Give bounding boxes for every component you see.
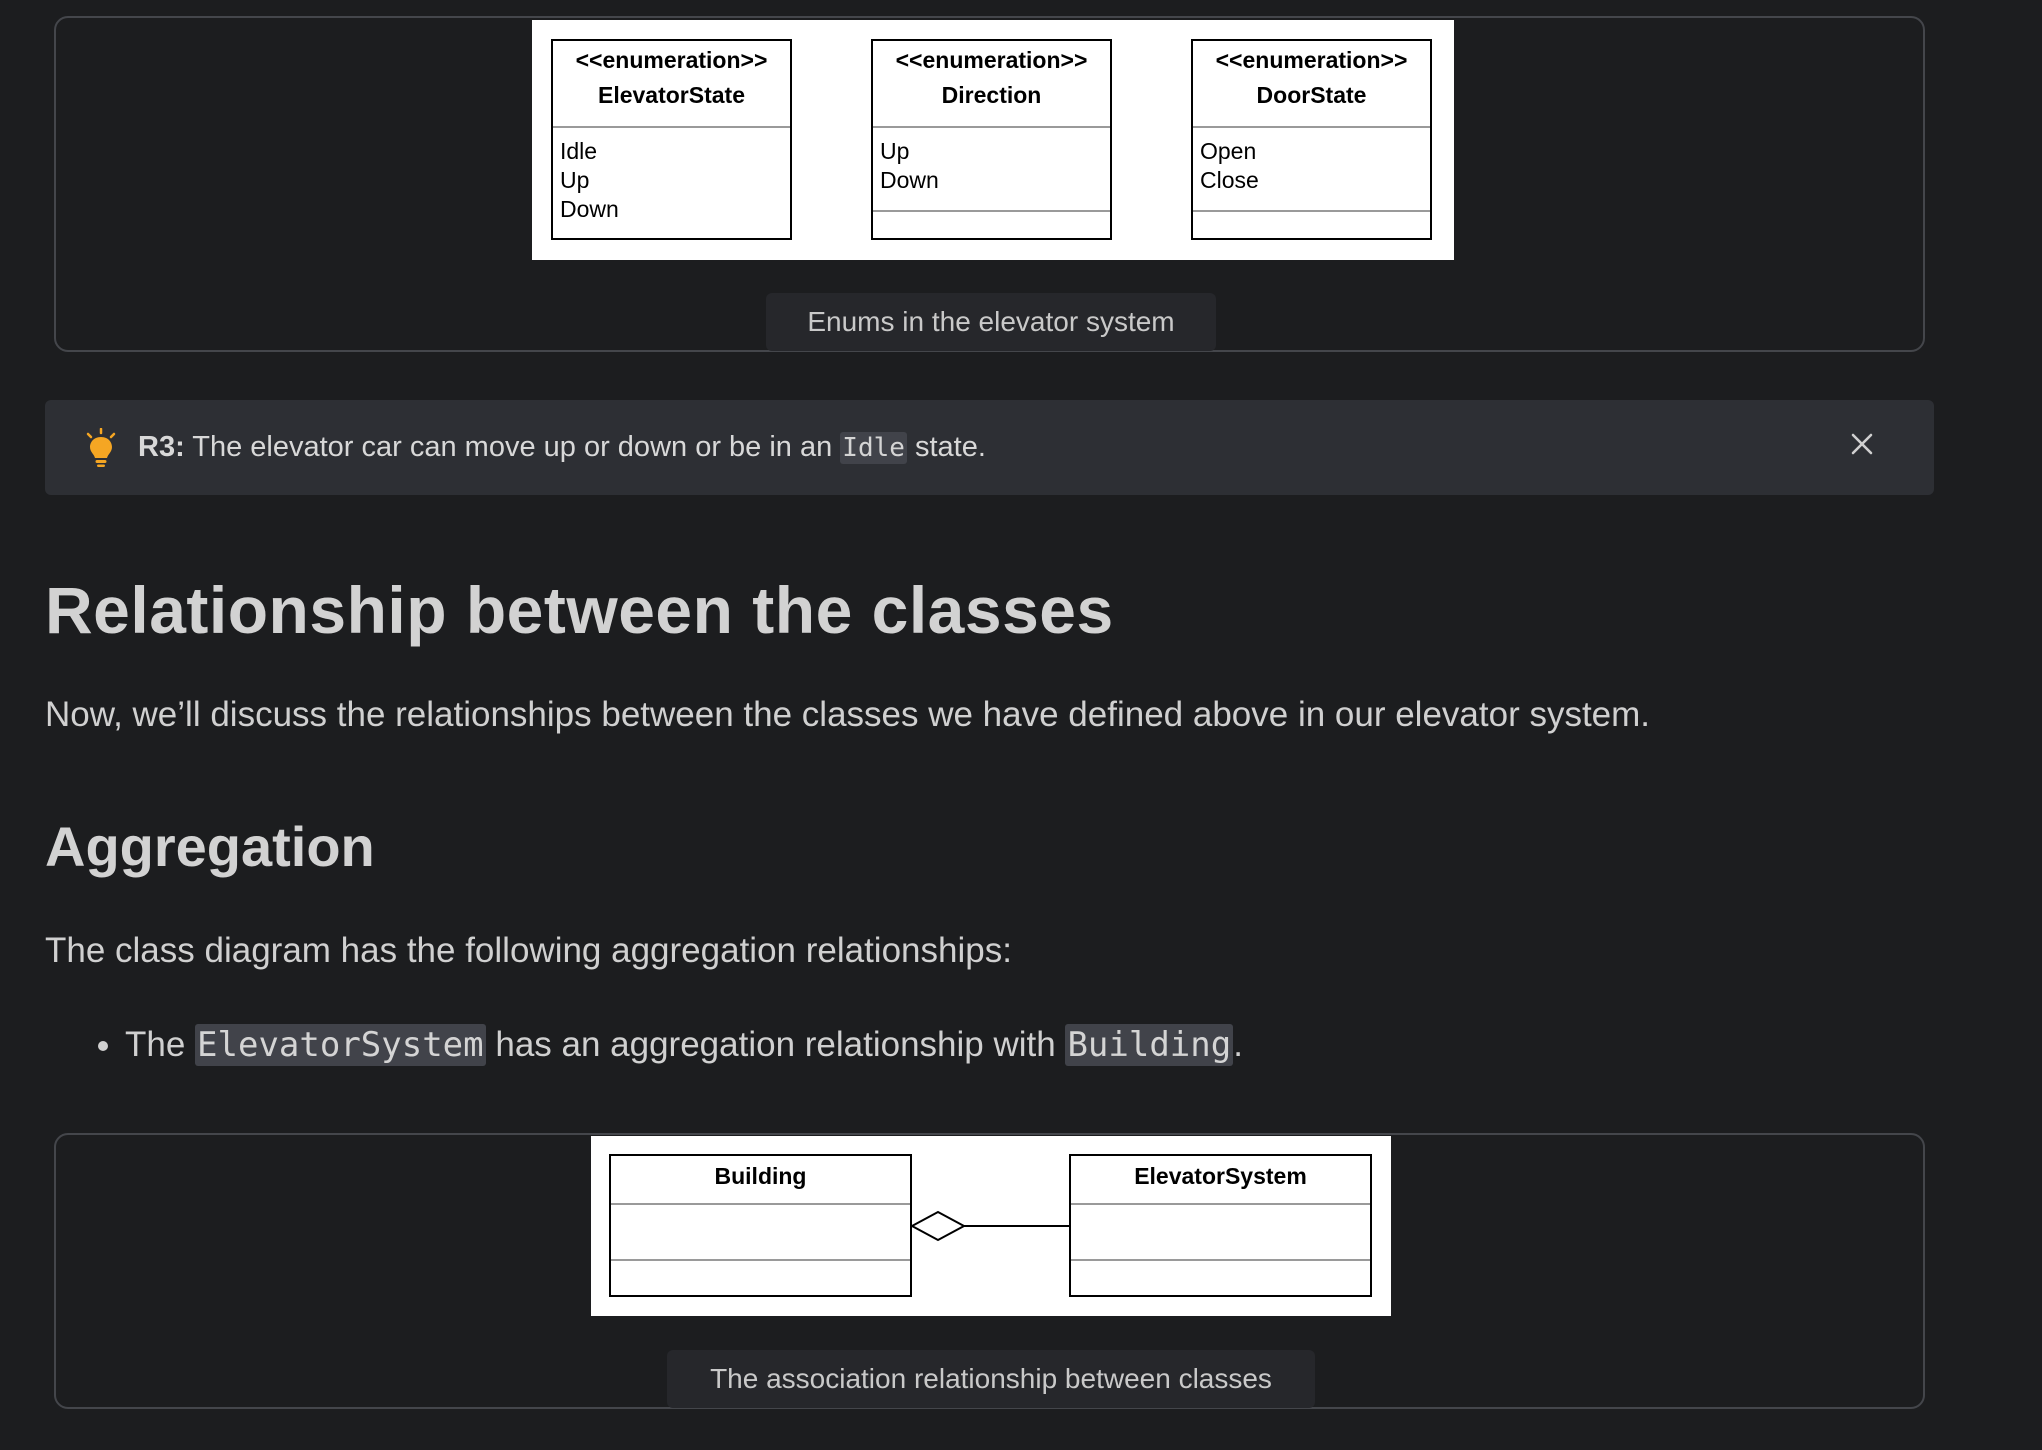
enum-divider xyxy=(873,210,1110,212)
bullet-text: The xyxy=(125,1025,196,1064)
tip-callout: R3: The elevator car can move up or down… xyxy=(45,400,1934,495)
tip-text-after: state. xyxy=(906,431,986,463)
figure-caption: The association relationship between cla… xyxy=(667,1350,1315,1408)
enum-stereotype: <<enumeration>> xyxy=(895,47,1088,73)
enum-literal: Down xyxy=(880,167,939,193)
lightbulb-icon xyxy=(86,428,116,467)
enum-divider xyxy=(1193,126,1430,128)
close-icon-glyph xyxy=(1851,433,1873,455)
class-name: ElevatorSystem xyxy=(1134,1163,1307,1189)
enum-stereotype: <<enumeration>> xyxy=(575,47,768,73)
enums-diagram: <<enumeration>> ElevatorState Idle Up Do… xyxy=(532,20,1454,260)
aggregation-connector xyxy=(912,1210,1070,1242)
aggregation-list: The ElevatorSystem has an aggregation re… xyxy=(45,1024,1243,1066)
code-building: Building xyxy=(1065,1024,1234,1066)
class-divider xyxy=(1071,1259,1370,1261)
tip-code: Idle xyxy=(840,432,907,464)
enum-literal: Close xyxy=(1200,167,1259,193)
aggregation-figure: Building ElevatorSystem The association … xyxy=(54,1133,1925,1409)
enum-stereotype: <<enumeration>> xyxy=(1215,47,1408,73)
close-icon[interactable] xyxy=(1848,430,1876,463)
class-divider xyxy=(611,1259,910,1261)
enums-figure: <<enumeration>> ElevatorState Idle Up Do… xyxy=(54,16,1925,352)
enum-name: Direction xyxy=(941,82,1042,108)
intro-paragraph: Now, we’ll discuss the relationships bet… xyxy=(45,695,1651,734)
enum-door-state: <<enumeration>> DoorState Open Close xyxy=(1191,39,1432,240)
enum-literal: Up xyxy=(560,167,590,193)
tip-text: R3: The elevator car can move up or down… xyxy=(138,431,986,464)
bullet-text: . xyxy=(1233,1025,1243,1064)
enum-name: ElevatorState xyxy=(597,82,745,108)
aggregation-intro: The class diagram has the following aggr… xyxy=(45,931,1012,970)
class-building: Building xyxy=(609,1154,912,1297)
bullet-text: has an aggregation relationship with xyxy=(485,1025,1066,1064)
enum-name: DoorState xyxy=(1256,82,1367,108)
tip-label: R3: xyxy=(138,431,185,463)
list-item: The ElevatorSystem has an aggregation re… xyxy=(125,1024,1243,1066)
aggregation-diagram: Building ElevatorSystem xyxy=(591,1136,1391,1316)
class-name: Building xyxy=(714,1163,807,1189)
code-elevator-system: ElevatorSystem xyxy=(195,1024,486,1066)
class-elevator-system: ElevatorSystem xyxy=(1069,1154,1372,1297)
class-divider xyxy=(611,1203,910,1205)
enum-divider xyxy=(873,126,1110,128)
enum-literal: Up xyxy=(880,138,910,164)
enum-elevator-state: <<enumeration>> ElevatorState Idle Up Do… xyxy=(551,39,792,240)
enum-literal: Open xyxy=(1200,138,1257,164)
enum-literal: Down xyxy=(560,196,619,222)
enum-divider xyxy=(1193,210,1430,212)
enum-direction: <<enumeration>> Direction Up Down xyxy=(871,39,1112,240)
section-heading: Relationship between the classes xyxy=(45,573,1114,647)
enum-divider xyxy=(553,126,790,128)
figure-caption: Enums in the elevator system xyxy=(766,293,1216,351)
tip-text-before: The elevator car can move up or down or … xyxy=(184,431,841,463)
class-divider xyxy=(1071,1203,1370,1205)
subsection-heading: Aggregation xyxy=(45,815,375,878)
enum-literal: Idle xyxy=(560,138,598,164)
